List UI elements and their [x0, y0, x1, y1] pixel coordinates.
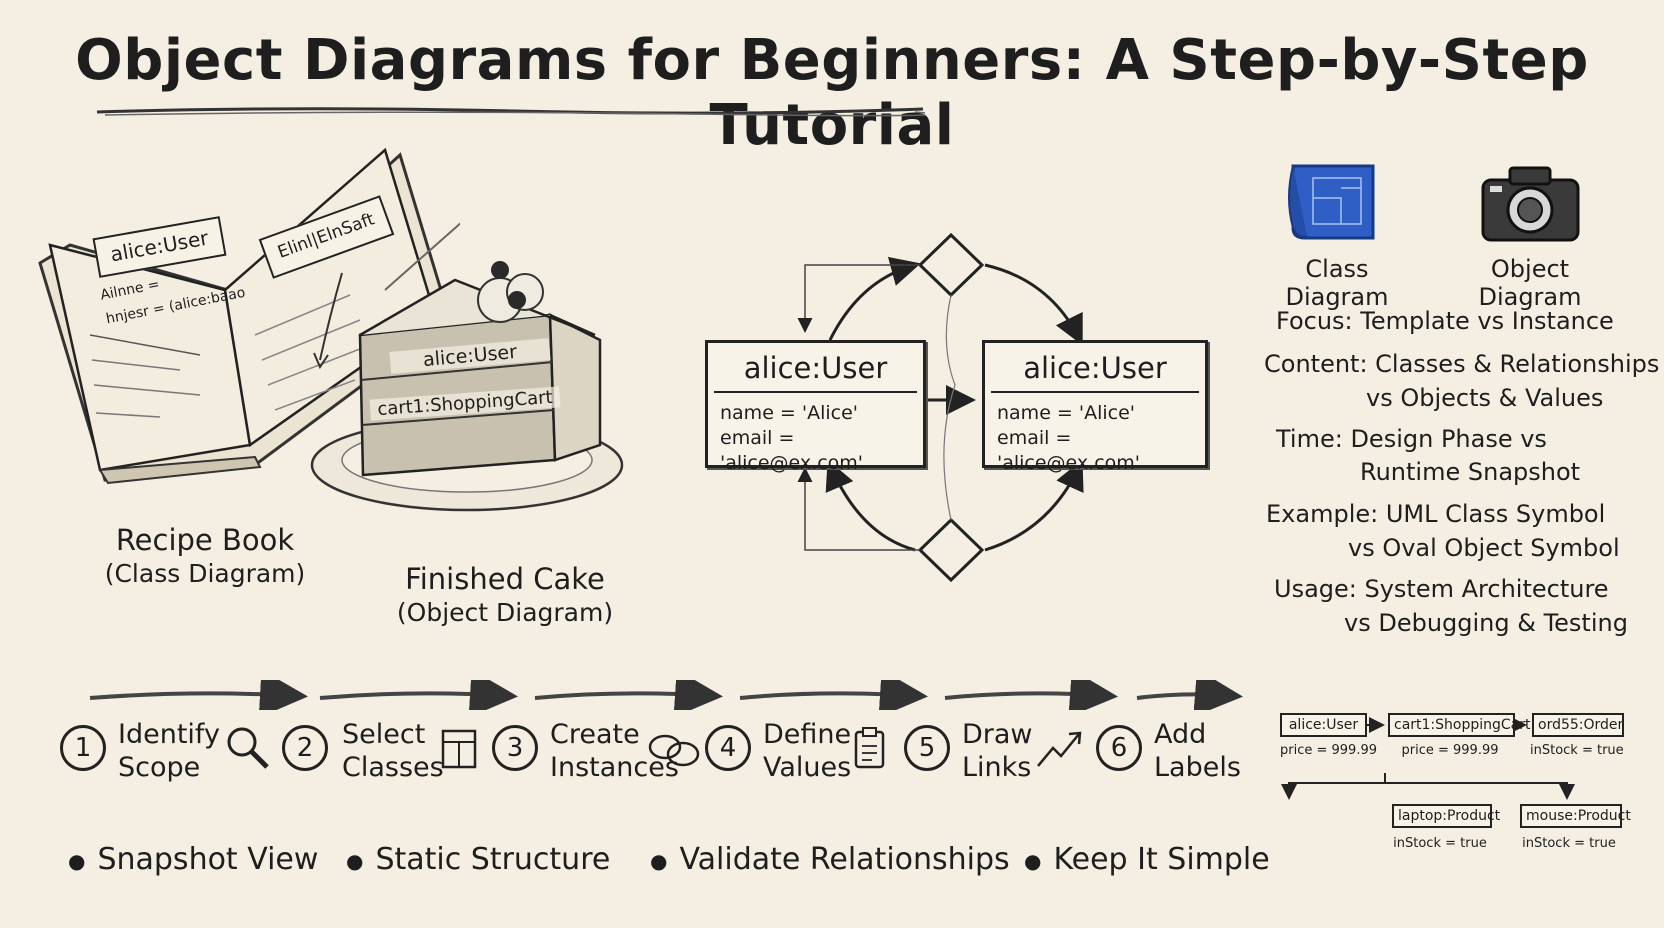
- comparison-usage: Usage: System Architecture: [1274, 575, 1609, 603]
- diamond-bottom: [917, 517, 985, 583]
- object-name-right: alice:User: [991, 343, 1199, 393]
- clipboard-icon: [854, 727, 885, 769]
- page-title: Object Diagrams for Beginners: A Step-by…: [75, 28, 1589, 158]
- linked-rings-icon: [648, 734, 700, 767]
- step-3-label: Create Instances: [550, 718, 679, 784]
- mini-mouse-value: inStock = true: [1522, 836, 1616, 851]
- cake-caption: Finished Cake (Object Diagram): [380, 562, 630, 630]
- cake-sub: (Object Diagram): [396, 598, 614, 627]
- mini-order-box: ord55:Order: [1532, 713, 1624, 737]
- comparison-content: Content: Classes & Relationships: [1264, 350, 1660, 378]
- recipe-book-label: Recipe Book: [115, 523, 295, 557]
- step-3-line1: Create: [550, 719, 640, 750]
- step-5-label: Draw Links: [962, 718, 1033, 784]
- center-diagram-connectors: [797, 232, 1084, 583]
- mini-cart-value: price = 999.99: [1401, 743, 1499, 758]
- mini-laptop-box: laptop:Product: [1392, 804, 1500, 828]
- object-attr-email-right: email = 'alice@ex.com': [997, 427, 1141, 474]
- camera-icon: [1481, 166, 1580, 242]
- step-6-label: Add Labels: [1154, 718, 1241, 784]
- step-6-line2: Labels: [1154, 752, 1241, 783]
- step-5-number: 5: [904, 725, 950, 771]
- comparison-example: Example: UML Class Symbol: [1266, 500, 1606, 528]
- step-2-line1: Select: [342, 719, 426, 750]
- step-2-label: Select Classes: [342, 718, 444, 784]
- comparison-usage-2: vs Debugging & Testing: [1344, 609, 1628, 637]
- recipe-book-caption: Recipe Book (Class Diagram): [90, 523, 320, 591]
- bullet-text-4: Keep It Simple: [1053, 842, 1270, 877]
- object-attr-name-left: name = 'Alice': [720, 402, 859, 424]
- comparison-focus: Focus: Template vs Instance: [1276, 307, 1614, 335]
- mini-order-value: inStock = true: [1530, 743, 1624, 758]
- mini-user-box: alice:User: [1280, 713, 1367, 737]
- comparison-example-2: vs Oval Object Symbol: [1348, 534, 1620, 562]
- magnifier-icon: [227, 727, 269, 769]
- title-underline: [96, 107, 925, 117]
- object-name-left: alice:User: [714, 343, 917, 393]
- step-4-label: Define Values: [763, 718, 851, 784]
- diamond-top: [917, 232, 985, 298]
- step-3-number: 3: [492, 725, 538, 771]
- mini-laptop-value: inStock = true: [1393, 836, 1487, 851]
- bullet-validate-relationships: ●Validate Relationships: [650, 842, 1010, 877]
- object-box-right: alice:User name = 'Alice' email = 'alice…: [982, 340, 1208, 474]
- object-diagram-label: Object Diagram: [1478, 255, 1582, 311]
- trend-arrow-icon: [1037, 731, 1082, 767]
- object-attr-email-left: email = 'alice@ex.com': [720, 427, 864, 474]
- blueprint-icon: [1288, 164, 1375, 240]
- object-attr-name-right: name = 'Alice': [997, 402, 1136, 424]
- step-5-line1: Draw: [962, 719, 1033, 750]
- step-4-number: 4: [705, 725, 751, 771]
- mini-cart-box: cart1:ShoppingCart: [1388, 713, 1531, 737]
- step-2-number: 2: [282, 725, 328, 771]
- bullet-text-1: Snapshot View: [97, 842, 319, 877]
- cake-label: Finished Cake: [405, 562, 605, 596]
- step-1-line2: Scope: [118, 752, 201, 783]
- bullet-keep-it-simple: ●Keep It Simple: [1024, 842, 1270, 877]
- bullet-static-structure: ●Static Structure: [346, 842, 611, 877]
- comparison-content-2: vs Objects & Values: [1366, 384, 1604, 412]
- step-4-line1: Define: [763, 719, 852, 750]
- step-6-number: 6: [1096, 725, 1142, 771]
- object-box-left: alice:User name = 'Alice' email = 'alice…: [705, 340, 926, 474]
- step-6-line1: Add: [1154, 719, 1207, 750]
- comparison-time-2: Runtime Snapshot: [1360, 458, 1581, 486]
- step-1-number: 1: [60, 725, 106, 771]
- pointer-line: [384, 222, 460, 291]
- class-table-icon: [441, 729, 477, 769]
- step-1-line1: Identify: [118, 719, 220, 750]
- bullet-snapshot-view: ●Snapshot View: [68, 842, 319, 877]
- class-diagram-label: Class Diagram: [1285, 255, 1389, 311]
- bullet-text-2: Static Structure: [375, 842, 611, 877]
- recipe-book-sub: (Class Diagram): [104, 559, 306, 588]
- step-4-line2: Values: [763, 752, 852, 783]
- step-2-line2: Classes: [342, 752, 444, 783]
- mini-mouse-box: mouse:Product: [1520, 804, 1631, 828]
- cake-illustration: [310, 261, 624, 512]
- bullet-text-3: Validate Relationships: [679, 842, 1010, 877]
- step-1-label: Identify Scope: [118, 718, 220, 784]
- step-5-line2: Links: [962, 752, 1032, 783]
- mini-user-value: price = 999.99: [1280, 743, 1377, 758]
- step-progress-arrows: [89, 680, 1243, 710]
- comparison-time: Time: Design Phase vs: [1276, 425, 1547, 453]
